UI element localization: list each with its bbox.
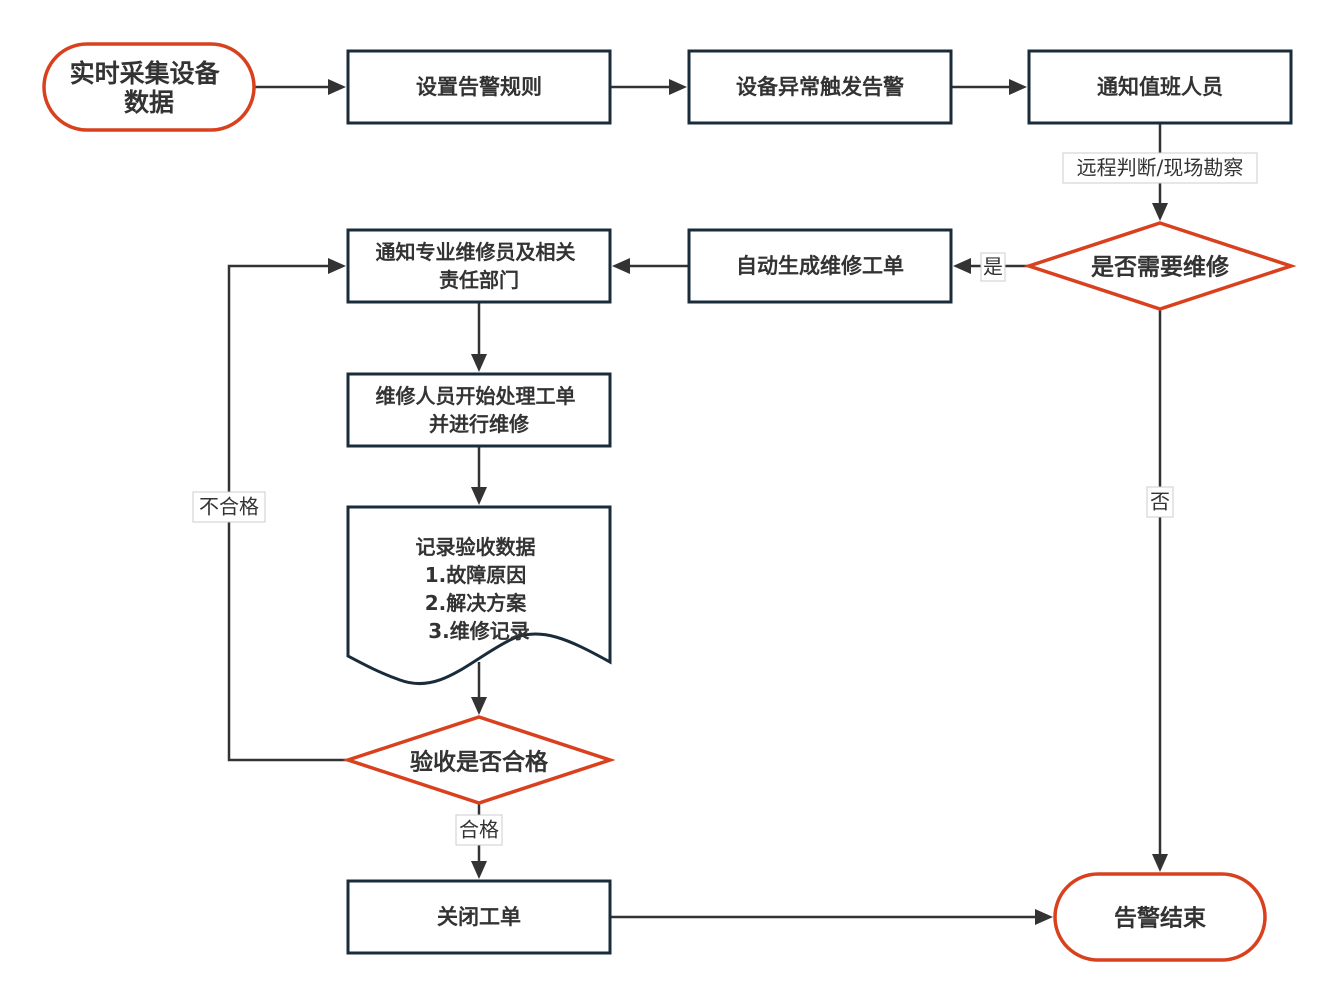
svg-text:维修人员开始处理工单 并进行维修: 维修人员开始处理工单 并进行维修 (376, 384, 583, 436)
node-record-line1: 记录验收数据 (416, 535, 536, 559)
arrowhead-icon (953, 258, 971, 274)
edge-label-remote: 远程判断/现场勘察 (1062, 152, 1258, 184)
node-need-repair-label: 是否需要维修 (1091, 254, 1230, 281)
node-accept[interactable]: 验收是否合格 (342, 715, 616, 805)
terminal-shape (42, 42, 256, 132)
process-shape (346, 879, 612, 955)
node-set-rules[interactable]: 设置告警规则 (346, 49, 612, 125)
process-shape (687, 228, 953, 304)
edge-label-pass: 合格 (455, 814, 503, 846)
document-shape (346, 505, 612, 686)
arrowhead-icon (1035, 909, 1053, 925)
node-start-line2: 数据 (124, 88, 174, 117)
node-notify-repair[interactable]: 通知专业维修员及相关 责任部门 (346, 228, 612, 304)
process-shape (1027, 49, 1293, 125)
edge-rules-to-trigger (610, 79, 687, 95)
arrowhead-icon (471, 861, 487, 879)
svg-text:记录验收数据 1.故障原因 2.解决: 记录验收数据 1.故障原因 2.解决方案 3.维修记录 (416, 535, 543, 643)
process-shape (346, 228, 612, 304)
svg-text:实时采集设备 数据: 实时采集设备 数据 (70, 59, 229, 117)
arrowhead-icon (612, 258, 630, 274)
edge-label-fail: 不合格 (192, 491, 266, 523)
node-set-rules-label: 设置告警规则 (416, 75, 542, 99)
svg-text:通知专业维修员及相关 责任部门: 通知专业维修员及相关 责任部门 (376, 240, 583, 292)
node-accept-label: 验收是否合格 (410, 749, 549, 776)
arrowhead-icon (1152, 203, 1168, 221)
edge-label-yes-text: 是 (983, 255, 1003, 279)
node-start[interactable]: 实时采集设备 数据 (42, 42, 256, 132)
process-shape (346, 372, 612, 448)
node-record-line4: 3.维修记录 (428, 619, 530, 643)
node-need-repair[interactable]: 是否需要维修 (1023, 221, 1297, 311)
node-record-line3: 2.解决方案 (425, 591, 528, 615)
process-shape (346, 49, 612, 125)
node-start-line1: 实时采集设备 (70, 59, 221, 88)
node-end[interactable]: 告警结束 (1053, 872, 1267, 962)
node-start-repair[interactable]: 维修人员开始处理工单 并进行维修 (346, 372, 612, 448)
edge-trigger-to-notify (951, 79, 1027, 95)
edge-start-to-rules (254, 79, 346, 95)
edge-record-to-accept (471, 662, 487, 715)
edge-label-pass-text: 合格 (459, 818, 499, 842)
node-record[interactable]: 记录验收数据 1.故障原因 2.解决方案 3.维修记录 (346, 505, 612, 686)
terminal-shape (1053, 872, 1267, 962)
edges (227, 79, 1168, 925)
node-close-order[interactable]: 关闭工单 (346, 879, 612, 955)
decision-shape (1023, 221, 1297, 311)
edge-label-no: 否 (1146, 486, 1174, 518)
node-auto-order-label: 自动生成维修工单 (736, 254, 904, 278)
node-notify-repair-line1: 通知专业维修员及相关 (376, 240, 576, 264)
arrowhead-icon (471, 487, 487, 505)
edge-label-remote-text: 远程判断/现场勘察 (1077, 156, 1244, 180)
node-trigger[interactable]: 设备异常触发告警 (687, 49, 953, 125)
edge-label-fail-text: 不合格 (199, 495, 259, 519)
edge-notify-repair-to-start-repair (471, 302, 487, 372)
arrowhead-icon (471, 354, 487, 372)
node-notify-duty-label: 通知值班人员 (1097, 75, 1223, 99)
node-trigger-label: 设备异常触发告警 (736, 75, 904, 99)
arrowhead-icon (1009, 79, 1027, 95)
arrowhead-icon (328, 79, 346, 95)
node-notify-repair-line2: 责任部门 (439, 268, 519, 292)
edge-auto-order-to-notify-repair (612, 258, 689, 274)
arrowhead-icon (328, 258, 346, 274)
decision-shape (342, 715, 616, 805)
arrowhead-icon (669, 79, 687, 95)
edge-decision-no-to-end (1152, 309, 1168, 872)
arrowhead-icon (471, 697, 487, 715)
node-start-repair-line2: 并进行维修 (429, 412, 530, 436)
node-record-line2: 1.故障原因 (425, 563, 527, 587)
node-start-repair-line1: 维修人员开始处理工单 (376, 384, 576, 408)
node-close-order-label: 关闭工单 (437, 905, 521, 929)
node-notify-duty[interactable]: 通知值班人员 (1027, 49, 1293, 125)
edge-close-to-end (610, 909, 1053, 925)
process-shape (687, 49, 953, 125)
node-auto-order[interactable]: 自动生成维修工单 (687, 228, 953, 304)
edge-start-repair-to-record (471, 446, 487, 505)
arrowhead-icon (1152, 854, 1168, 872)
edge-label-no-text: 否 (1150, 490, 1170, 514)
node-end-label: 告警结束 (1114, 906, 1207, 932)
edge-label-yes: 是 (980, 252, 1006, 282)
